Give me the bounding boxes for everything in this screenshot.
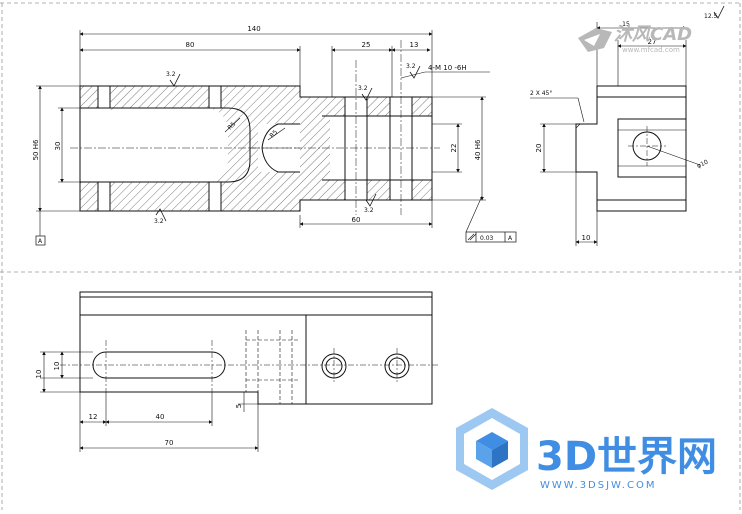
roughness-symbol-top: 3.2 xyxy=(166,71,181,87)
bottom-labels: 12 40 70 10 10 5 xyxy=(35,362,243,447)
cube-logo-icon xyxy=(456,408,528,490)
dim-left-length: 80 xyxy=(186,41,195,49)
front-view xyxy=(70,40,440,215)
dim-inner-22: 22 xyxy=(450,144,458,153)
dim-side-27: 27 xyxy=(648,38,657,46)
watermark: 3D世界网 WWW.3DSJW.COM xyxy=(456,408,717,491)
svg-text:3.2: 3.2 xyxy=(364,207,374,214)
front-dimensions xyxy=(36,30,490,236)
dim-right-25: 25 xyxy=(362,41,371,49)
dim-overall-70: 70 xyxy=(165,439,174,447)
dim-right-13: 13 xyxy=(410,41,419,49)
front-slot-cut xyxy=(98,108,228,182)
bottom-dimensions xyxy=(40,351,259,452)
brand-logo-top: 沐风CAD www.mfcad.com xyxy=(578,24,692,54)
front-labels: 140 80 25 13 60 50 H6 30 40 H6 22 R5 R5 … xyxy=(32,5,725,246)
svg-text:12.5: 12.5 xyxy=(704,13,718,20)
svg-text:A: A xyxy=(38,238,43,245)
dim-height-left: 50 H6 xyxy=(32,139,40,160)
logo-url: www.mfcad.com xyxy=(622,46,680,54)
side-dimensions xyxy=(530,22,701,246)
roughness-top-right: 12.5 xyxy=(704,5,725,20)
tolerance-frame: 0.03 A xyxy=(465,231,517,243)
side-view xyxy=(575,85,687,212)
dim-height-right: 40 H6 xyxy=(474,139,482,160)
roughness-symbol-bottom: 3.2 3.2 xyxy=(154,193,377,225)
dim-overall-length: 140 xyxy=(247,25,260,33)
dim-side-diameter: φ10 xyxy=(696,158,710,169)
svg-text:A: A xyxy=(508,235,513,242)
dim-bottom-60: 60 xyxy=(352,216,361,224)
svg-text:0.03: 0.03 xyxy=(480,235,494,242)
svg-text:3.2: 3.2 xyxy=(406,63,416,70)
dim-side-10: 10 xyxy=(582,234,591,242)
dim-bottom-left-10: 10 xyxy=(35,370,43,379)
dim-slot-12: 12 xyxy=(89,413,98,421)
dim-slot-40: 40 xyxy=(156,413,165,421)
dim-side-20: 20 xyxy=(535,144,543,153)
radius-right: R5 xyxy=(268,129,279,140)
bottom-view xyxy=(60,291,440,405)
svg-text:3.2: 3.2 xyxy=(358,85,368,92)
dim-bottom-5: 5 xyxy=(235,404,243,408)
holes-callout: 4-M 10 -6H xyxy=(428,64,467,72)
svg-text:3.2: 3.2 xyxy=(154,218,164,225)
roughness-symbol-right: 3.2 xyxy=(406,63,421,79)
dim-inner-30: 30 xyxy=(54,142,62,151)
datum-a-box: A xyxy=(35,235,46,246)
roughness-symbol-mid: 3.2 xyxy=(358,85,373,101)
svg-text:3.2: 3.2 xyxy=(166,71,176,78)
dim-chamfer: 2 X 45° xyxy=(530,90,552,97)
watermark-url: WWW.3DSJW.COM xyxy=(540,480,656,491)
side-labels: 2 X 45° 20 10 27 15 φ10 xyxy=(530,21,710,242)
radius-left: R5 xyxy=(226,121,237,132)
watermark-title: 3D世界网 xyxy=(536,434,717,480)
dim-side-15: 15 xyxy=(622,21,630,28)
logo-text: 沐风CAD xyxy=(614,24,692,45)
dim-bottom-left-10b: 10 xyxy=(53,362,61,371)
